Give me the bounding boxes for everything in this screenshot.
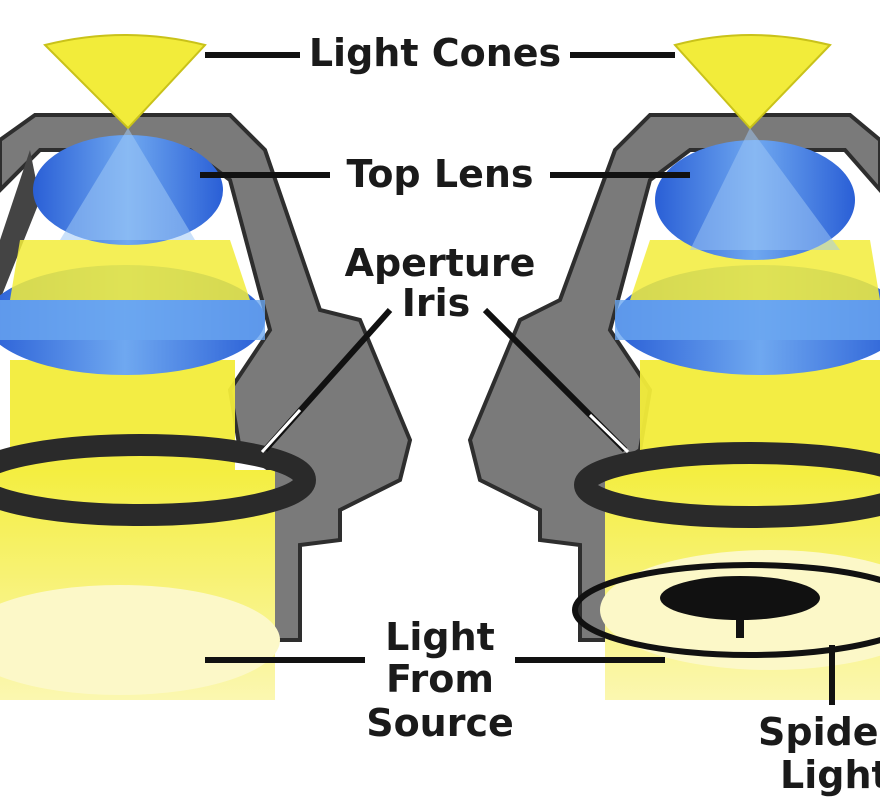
label-aperture-iris-line1: Aperture bbox=[345, 241, 536, 285]
left-light-base bbox=[0, 585, 280, 695]
label-aperture-iris-line2: Iris bbox=[402, 281, 471, 325]
left-light-cone bbox=[43, 34, 207, 130]
right-lens-yellow bbox=[630, 240, 880, 300]
spider-light-ring bbox=[572, 562, 880, 658]
labels: Light Cones Top Lens Aperture Iris Light… bbox=[309, 31, 880, 797]
right-aperture-ring bbox=[574, 442, 880, 528]
right-cone-beam bbox=[690, 128, 840, 250]
spider-light-arm bbox=[736, 598, 744, 638]
leader-lines bbox=[200, 52, 835, 705]
left-lens-yellow bbox=[10, 240, 250, 300]
right-light-cone bbox=[673, 34, 832, 130]
left-cone-beam bbox=[60, 128, 195, 240]
label-top-lens: Top Lens bbox=[346, 152, 533, 196]
left-inner-wall bbox=[0, 150, 40, 300]
leader-aperture-right-white bbox=[588, 413, 630, 454]
left-aperture-ring bbox=[0, 434, 316, 526]
left-condenser bbox=[0, 34, 413, 700]
right-housing bbox=[467, 113, 880, 642]
label-light-from-source-line2: From bbox=[386, 657, 494, 701]
label-light-from-source-line1: Light bbox=[385, 615, 495, 659]
right-condenser bbox=[467, 34, 880, 700]
leader-aperture-left-white bbox=[260, 408, 302, 454]
label-light-cones: Light Cones bbox=[309, 31, 561, 75]
right-lens-band bbox=[615, 300, 880, 340]
left-lens-band bbox=[0, 300, 265, 340]
label-spider-light-line2: Light bbox=[780, 753, 880, 797]
label-spider-light-line1: Spider bbox=[758, 710, 880, 754]
label-light-from-source-line3: Source bbox=[366, 701, 514, 745]
